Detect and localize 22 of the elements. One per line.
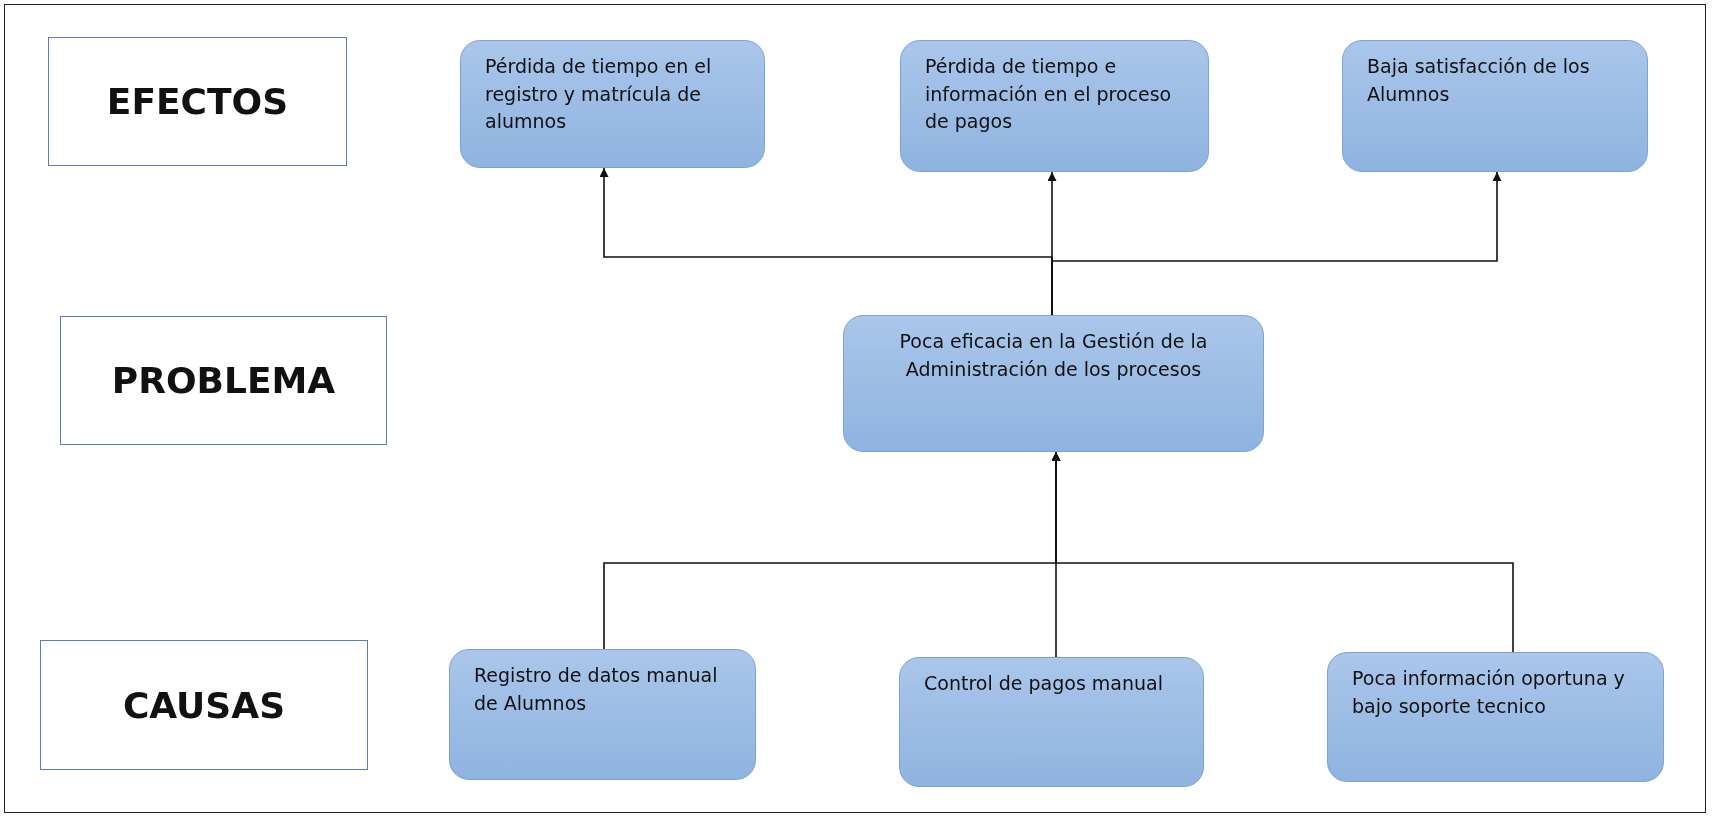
process-box (900, 40, 1209, 172)
connector-arrow (1051, 171, 1502, 316)
process-box (1342, 40, 1648, 172)
section-label-box (40, 640, 368, 770)
process-box (460, 40, 765, 168)
process-box (1327, 652, 1664, 782)
section-label-box (48, 37, 347, 166)
process-box (843, 315, 1264, 452)
box-text: Pérdida de tiempo e información en el proceso de pagos (925, 54, 1173, 135)
connector-arrow (1051, 451, 1514, 653)
box-text: Pérdida de tiempo en el registro y matrícula de alumnos (485, 54, 713, 135)
box-text: Registro de datos manual de Alumnos (474, 663, 719, 716)
process-box (449, 649, 756, 780)
box-text: Poca eficacia en la Gestión de la Administración de los procesos (898, 329, 1209, 382)
box-text: Control de pagos manual (924, 671, 1163, 696)
process-box (899, 657, 1204, 787)
section-heading: PROBLEMA (111, 360, 336, 401)
box-text: Poca información oportuna y bajo soporte tecnico (1352, 666, 1626, 719)
box-text: Baja satisfacción de los Alumnos (1367, 54, 1591, 107)
section-label-box (60, 316, 387, 445)
section-heading: EFECTOS (106, 81, 289, 122)
section-heading: CAUSAS (122, 684, 286, 726)
